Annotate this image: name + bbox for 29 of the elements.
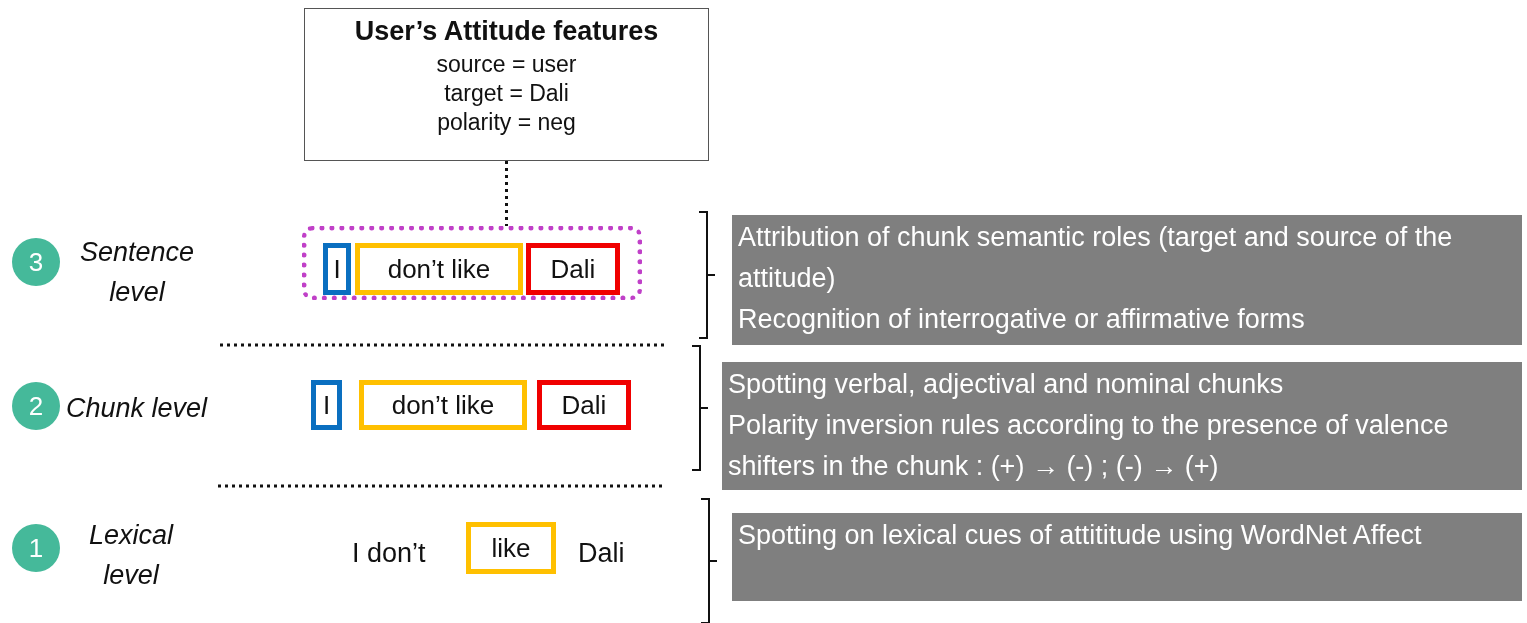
description-panel <box>732 215 1522 345</box>
word-box: like <box>466 522 556 574</box>
feature-line: polarity = neg <box>436 108 577 137</box>
level-number-circle: 3 <box>12 238 60 286</box>
level-label: Sentence level <box>78 236 196 309</box>
level-label: Lexical level <box>87 519 175 592</box>
word-box: don’t like <box>359 380 527 430</box>
description-text: Attribution of chunk semantic roles (target and source of the attitude) <box>738 221 1454 295</box>
box-heading: User’s Attitude features <box>353 17 660 46</box>
word-text: I don’t <box>352 537 427 570</box>
feature-line: source = user <box>435 50 578 79</box>
description-text: Recognition of interrogative or affirmative forms <box>738 303 1306 336</box>
description-panel: Spotting on lexical cues of attititude using WordNet Affect <box>732 513 1522 601</box>
level-number-circle: 2 <box>12 382 60 430</box>
word-box: I <box>323 243 351 295</box>
feature-box <box>304 8 709 161</box>
word-box: Dali <box>537 380 631 430</box>
description-text: Spotting verbal, adjectival and nominal chunks <box>728 368 1285 401</box>
word-box: don’t like <box>355 243 523 295</box>
sentence-group-box <box>302 226 642 300</box>
word-text: Dali <box>578 537 626 570</box>
description-text: Polarity inversion rules according to the presence of valence shifters in the chunk : (+) → (-) ; (-) → (+) <box>728 409 1450 483</box>
level-number-circle: 1 <box>12 524 60 572</box>
description-panel <box>722 362 1522 490</box>
word-box: I <box>311 380 342 430</box>
level-label: Chunk level <box>66 392 209 425</box>
word-box: Dali <box>526 243 620 295</box>
dotted-connector <box>505 161 508 226</box>
feature-line: target = Dali <box>443 79 570 108</box>
